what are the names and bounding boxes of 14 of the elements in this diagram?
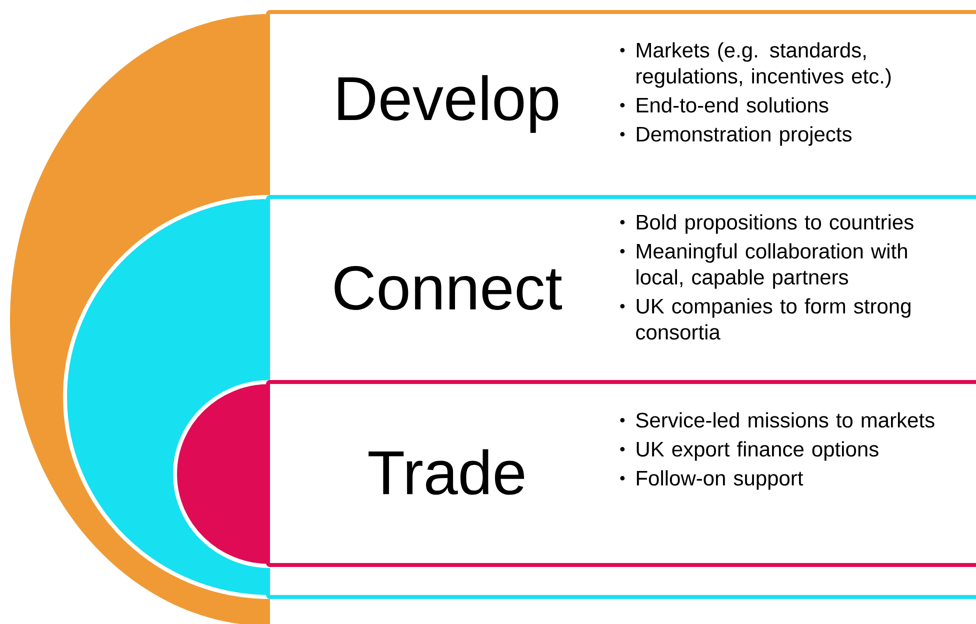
bullet-item: Demonstration projects — [620, 126, 852, 146]
bullet-item: Bold propositions to countries — [620, 214, 914, 234]
bullet-item: UK companies to form strong consortia — [620, 298, 910, 340]
bullet-item: Service-led missions to markets — [620, 412, 934, 428]
bullet-item: Markets (e.g. standards, regulations, incentives etc.) — [620, 42, 891, 88]
text-box — [266, 380, 976, 567]
heading: Connect — [334, 266, 562, 310]
bullet-item: Meaningful collaboration with local, capable partners — [620, 243, 907, 289]
heading: Trade — [368, 449, 524, 495]
bullet-item: Follow-on support — [620, 470, 804, 490]
bullet-item: UK export finance options — [620, 441, 878, 461]
text-box — [266, 10, 976, 197]
bullet-item: End-to-end solutions — [620, 97, 828, 113]
heading: Develop — [338, 75, 558, 133]
